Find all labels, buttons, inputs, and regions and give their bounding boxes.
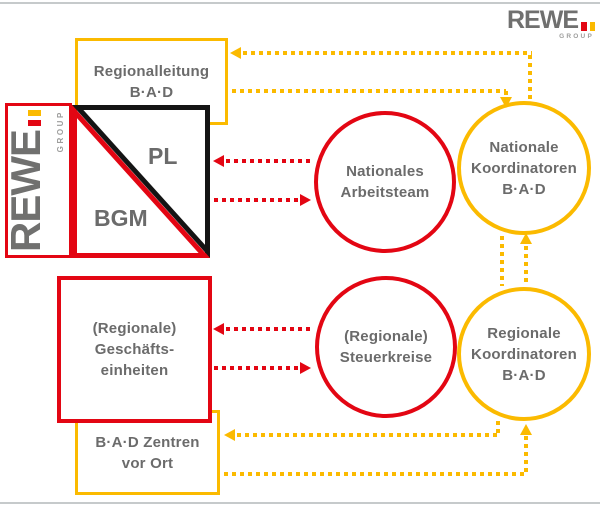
rewe-wordmark: REWE: [507, 6, 579, 34]
arrowhead-right-arbeitsteam: [300, 194, 311, 206]
rewe-side-logo: REWE GROUP: [1, 109, 68, 252]
arrow-natkoord-to-regionalleitung-horizontal: [243, 51, 532, 55]
rewe-wordmark: REWE: [1, 129, 49, 252]
arrow-geschaeft-to-steuerkreise-line: [214, 366, 300, 370]
arrow-regkoord-to-natkoord-line: [524, 246, 528, 286]
steuerkreise-circle: (Regionale) Steuerkreise: [315, 276, 457, 418]
arrow-regionalleitung-to-natkoord-horizontal: [232, 89, 506, 93]
arrow-arbeitsteam-to-plbgm-line: [226, 159, 310, 163]
arrowhead-left-zentren: [224, 429, 235, 441]
arrowhead-right-steuerkreise: [300, 362, 311, 374]
bgm-label: BGM: [94, 205, 148, 231]
reg-koordinatoren-line3: B·A·D: [502, 366, 546, 384]
steuerkreise-line1: (Regionale): [344, 328, 428, 345]
arrow-regkoord-to-zentren-horizontal: [237, 433, 500, 437]
arrowhead-left-geschaeft: [213, 323, 224, 335]
nat-arbeitsteam-line2: Arbeitsteam: [340, 184, 430, 201]
top-divider: [0, 2, 600, 4]
logo-yellow-square: [27, 109, 41, 116]
arrow-regkoord-to-zentren-vertical: [496, 421, 500, 437]
rewe-group-logo: REWE GROUP: [507, 6, 595, 40]
nat-koordinatoren-line2: Koordinatoren: [471, 159, 577, 177]
arrow-zentren-to-regkoord-vertical: [524, 436, 528, 474]
geschaeftseinheiten-line2: Geschäfts-: [94, 341, 175, 358]
logo-group-label: GROUP: [559, 32, 594, 40]
logo-yellow-square: [589, 21, 595, 31]
nat-koordinatoren-line1: Nationale: [489, 138, 559, 156]
bad-zentren-line2: vor Ort: [121, 454, 174, 472]
geschaeftseinheiten-line3: einheiten: [100, 362, 169, 379]
nat-koordinatoren-line3: B·A·D: [502, 180, 546, 198]
bad-zentren-line1: B·A·D Zentren: [95, 433, 200, 451]
arrowhead-left-plbgm: [213, 155, 224, 167]
arrow-regionalleitung-to-natkoord-vertical: [504, 91, 508, 97]
regionalleitung-line1: Regionalleitung: [93, 62, 210, 80]
link-natkoord-regkoord-plain-line: [500, 236, 504, 286]
rewe-side-logo-box: REWE GROUP: [1, 103, 72, 258]
arrow-plbgm-to-arbeitsteam-line: [214, 198, 300, 202]
steuerkreise-line2: Steuerkreise: [339, 349, 433, 366]
logo-red-square: [27, 119, 41, 126]
reg-koordinatoren-line1: Regionale: [487, 324, 561, 342]
arrowhead-left-regionalleitung: [230, 47, 241, 59]
nat-arbeitsteam-line1: Nationales: [346, 163, 424, 180]
logo-group-label: GROUP: [55, 109, 65, 152]
geschaeftseinheiten-line1: (Regionale): [92, 320, 177, 337]
nationale-koordinatoren-circle: Nationale Koordinatoren B·A·D: [457, 101, 591, 235]
logo-red-square: [581, 21, 587, 31]
geschaeftseinheiten-box: (Regionale) Geschäfts- einheiten: [57, 276, 212, 423]
regionalleitung-line2: B·A·D: [129, 83, 174, 101]
regionale-koordinatoren-circle: Regionale Koordinatoren B·A·D: [457, 287, 591, 421]
pl-bgm-box: PL BGM: [72, 105, 210, 258]
bad-zentren-box: B·A·D Zentren vor Ort: [75, 410, 220, 495]
arrowhead-up-regkoord: [520, 424, 532, 435]
rewe-wordmark-row: REWE: [507, 6, 595, 34]
reg-koordinatoren-line2: Koordinatoren: [471, 345, 577, 363]
arrowhead-down-natkoord: [500, 97, 512, 108]
rewe-wordmark-row: REWE: [1, 109, 49, 252]
bottom-divider: [0, 502, 600, 504]
nationales-arbeitsteam-circle: Nationales Arbeitsteam: [314, 111, 456, 253]
arrow-natkoord-to-regionalleitung-vertical: [528, 55, 532, 103]
arrow-zentren-to-regkoord-horizontal: [224, 472, 528, 476]
arrow-steuerkreise-to-geschaeft-line: [226, 327, 310, 331]
pl-bgm-border-graphic: [72, 105, 210, 258]
pl-label: PL: [148, 143, 178, 169]
arrowhead-up-natkoord: [520, 233, 532, 244]
